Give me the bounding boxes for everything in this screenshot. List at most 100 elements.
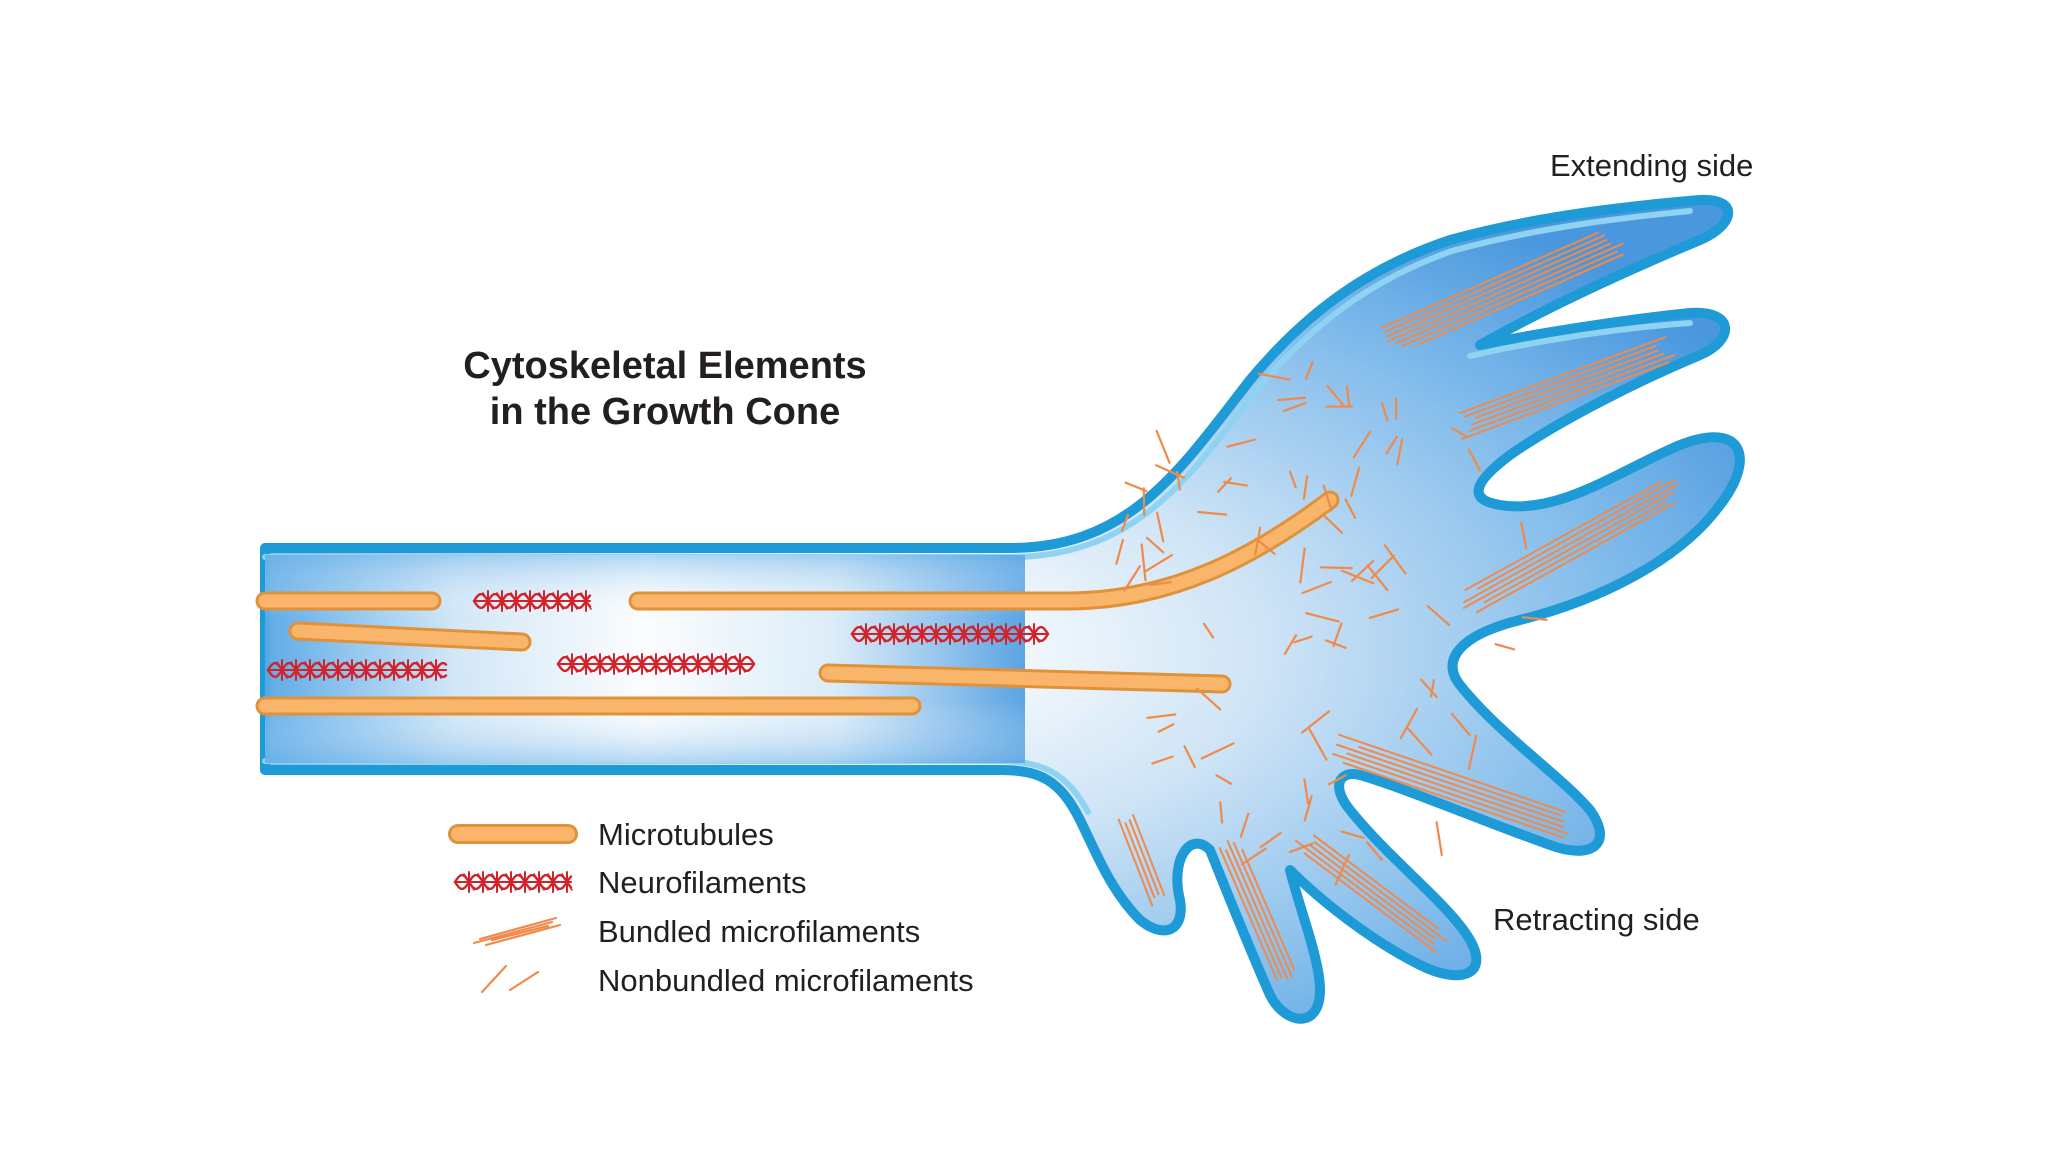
microtubule (818, 663, 1232, 694)
microfilament-bundle (1332, 733, 1569, 839)
nonbundled-microfilament (1123, 565, 1142, 592)
nonbundled-microfilament (1239, 812, 1250, 838)
nonbundled-microfilament (1351, 559, 1375, 582)
nonbundled-microfilament (1219, 800, 1224, 824)
nonbundled-microfilament (1145, 536, 1165, 554)
nonbundled-microfilament (1344, 498, 1357, 519)
nonbundled-microfilament (1303, 795, 1313, 822)
nonbundled-microfilament (1157, 723, 1175, 733)
nonbundled-microfilament (1300, 710, 1331, 734)
nonbundled-microfilament (1304, 360, 1314, 380)
retracting-side-label: Retracting side (1493, 902, 1700, 937)
nonbundled-microfilament (1254, 537, 1276, 555)
legend-item-microtubules: Microtubules (448, 817, 774, 852)
nonbundled-microfilament (1283, 634, 1298, 655)
title-line-2: in the Growth Cone (490, 391, 840, 433)
nonbundled-microfilament (1183, 745, 1196, 769)
bundled-microfilaments (1117, 231, 1679, 982)
nonbundled-microfilament (1202, 622, 1215, 639)
nonbundled-microfilament (1321, 513, 1344, 534)
legend-item-bundled-microfilaments: Bundled microfilaments (472, 914, 920, 949)
nonbundled-microfilament (1146, 713, 1177, 719)
legend-label: Bundled microfilaments (598, 914, 920, 949)
nonbundled-microfilament (1155, 464, 1186, 479)
nonbundled-microfilament (1197, 510, 1228, 516)
legend-label: Nonbundled microfilaments (598, 963, 974, 998)
nonbundled-microfilament (1327, 774, 1347, 786)
nonbundled-microfilament (1450, 712, 1471, 737)
nonbundled-microfilament (1467, 448, 1482, 472)
neurofilament (266, 659, 448, 681)
nonbundled-microfilament (1332, 622, 1343, 647)
neurofilaments (266, 590, 1050, 681)
microfilament-bundle (1117, 814, 1166, 907)
nonbundled-microfilament (1151, 755, 1174, 765)
title-line-1: Cytoskeletal Elements (463, 345, 866, 387)
nonbundled-microfilament (1326, 384, 1346, 407)
nonbundled-microfilament (1399, 707, 1419, 740)
nonbundled-microfilament (1324, 639, 1347, 649)
legend: Microtubules Neurofilaments Bundled micr… (448, 817, 974, 998)
nonbundled-microfilament (1322, 484, 1333, 512)
nonbundled-microfilament (1303, 778, 1310, 805)
nonbundled-microfilament (1115, 538, 1125, 565)
nonbundled-microfilaments (1115, 360, 1548, 886)
neurofilament-strand (453, 871, 573, 893)
nonbundled-microfilament (1288, 470, 1297, 489)
nonbundled-microfilament (1226, 438, 1256, 448)
nonbundled-microfilament (1319, 566, 1353, 570)
nonbundled-microfilament (1293, 635, 1313, 644)
nonbundled-microfilament (1420, 678, 1438, 698)
nonbundled-microfilament (1257, 372, 1291, 381)
microfilament-bundle (1218, 840, 1296, 982)
nonbundled-microfilament (1426, 604, 1451, 627)
microfilament-bundle (1380, 231, 1624, 347)
microtubule (628, 490, 1340, 611)
microtubules (255, 490, 1340, 716)
nonbundled-microfilament (1406, 727, 1433, 756)
nonbundled-microfilament (1155, 429, 1171, 464)
nonbundled-microfilament (1259, 831, 1282, 849)
nonbundled-microfilament (1429, 679, 1436, 698)
nonbundled-microfilament (1494, 643, 1516, 651)
nonbundled-microfilament (1467, 734, 1478, 771)
legend-item-neurofilaments: Neurofilaments (453, 865, 806, 900)
nonbundled-microfilament (1240, 847, 1267, 866)
nonbundled-microfilament (1366, 564, 1389, 592)
bundled-microfilament-icon (472, 916, 562, 947)
nonbundled-microfilament (1365, 841, 1384, 862)
legend-item-nonbundled-microfilaments: Nonbundled microfilaments (480, 963, 974, 998)
neurofilament (850, 623, 1050, 645)
nonbundled-microfilament (1308, 728, 1328, 761)
nonbundled-microfilament (1520, 521, 1528, 549)
nonbundled-microfilament (1350, 466, 1361, 497)
nonbundled-microfilament (1521, 616, 1548, 621)
nonbundled-microfilament (1288, 842, 1314, 854)
nonbundled-microfilament (1299, 547, 1306, 584)
nonbundled-microfilament (1396, 437, 1404, 466)
neurofilament (556, 653, 756, 675)
nonbundled-microfilament (1276, 396, 1307, 402)
nonbundled-microfilament (1435, 821, 1443, 857)
diagram-title: Cytoskeletal Elements in the Growth Cone (463, 345, 866, 433)
nonbundled-microfilament (1120, 513, 1130, 533)
nonbundled-microfilament (1155, 511, 1165, 543)
nonbundled-microfilament-icon (480, 964, 540, 994)
neurofilament-icon (453, 871, 573, 893)
nonbundled-microfilament (1302, 475, 1309, 500)
nonbundled-microfilament (1200, 742, 1235, 760)
nonbundled-microfilament (1196, 687, 1222, 711)
nonbundled-microfilament (1223, 480, 1248, 487)
nonbundled-microfilament (1305, 612, 1340, 623)
extending-side-label: Extending side (1550, 148, 1753, 183)
nonbundled-microfilament (1383, 544, 1407, 575)
microfilament-bundle (1294, 834, 1448, 953)
nonbundled-microfilament (1282, 401, 1307, 413)
microfilament-bundle (1459, 336, 1676, 440)
nonbundled-microfilament (1340, 830, 1366, 840)
microtubule (288, 621, 532, 652)
nonbundled-microfilament (1150, 581, 1172, 586)
microfilament-bundle (1462, 479, 1679, 614)
nonbundled-microfilament (1450, 427, 1468, 438)
